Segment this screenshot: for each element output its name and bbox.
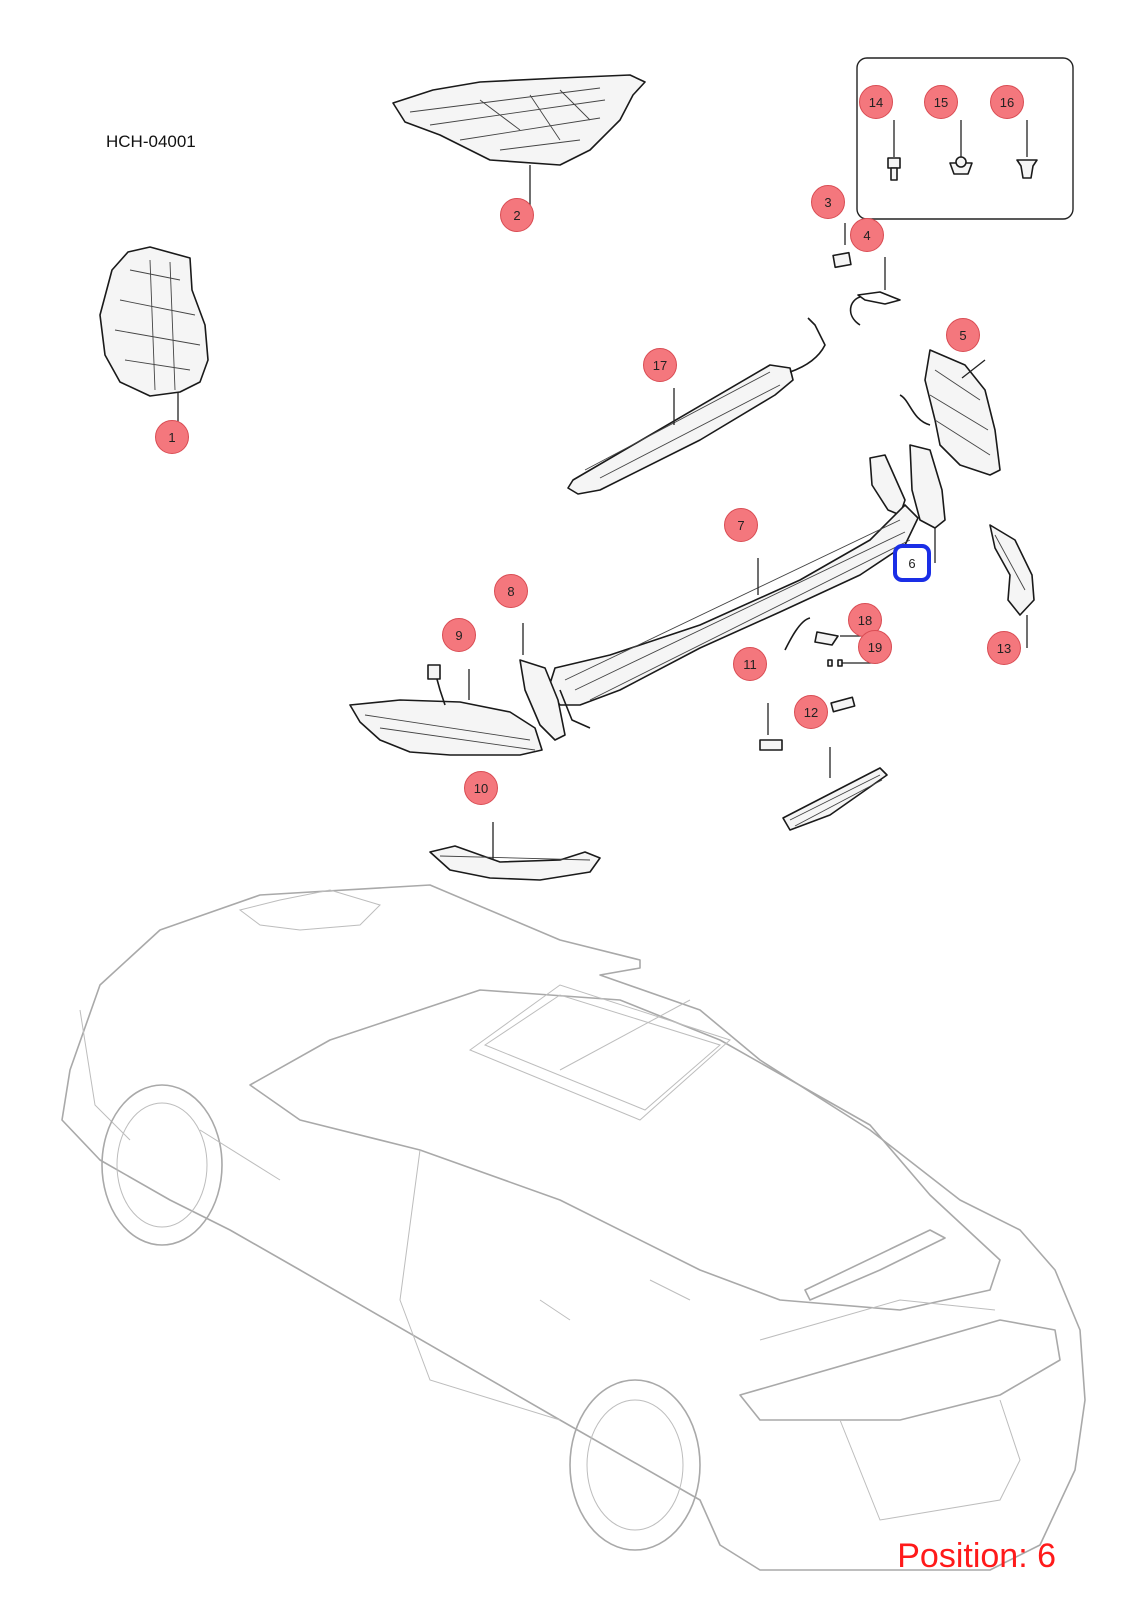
diagram-code: HCH-04001	[106, 132, 196, 151]
part-3-clip	[832, 223, 852, 269]
part-17-garnish-bar	[567, 317, 826, 495]
part-8-left-inner-lamp	[519, 623, 566, 741]
part-11-clip	[759, 696, 856, 751]
marker-4[interactable]: 4	[850, 218, 884, 252]
part-4-sensor-harness	[849, 257, 901, 326]
marker-1[interactable]: 1	[155, 420, 189, 454]
part-12-license-lamp	[782, 747, 888, 831]
fastener-16-clip	[1016, 120, 1038, 179]
marker-8[interactable]: 8	[494, 574, 528, 608]
fastener-15-nut	[949, 120, 973, 175]
fastener-inset-box	[856, 57, 1074, 220]
part-1-side-module	[99, 246, 209, 432]
marker-6[interactable]: 6	[893, 544, 931, 582]
marker-19[interactable]: 19	[858, 630, 892, 664]
marker-5[interactable]: 5	[946, 318, 980, 352]
marker-11[interactable]: 11	[733, 647, 767, 681]
marker-15[interactable]: 15	[924, 85, 958, 119]
marker-3[interactable]: 3	[811, 185, 845, 219]
marker-14[interactable]: 14	[859, 85, 893, 119]
marker-13[interactable]: 13	[987, 631, 1021, 665]
marker-7[interactable]: 7	[724, 508, 758, 542]
part-2-roof-module	[392, 74, 646, 205]
part-5-right-lamp	[899, 349, 1001, 476]
marker-10[interactable]: 10	[464, 771, 498, 805]
marker-16[interactable]: 16	[990, 85, 1024, 119]
marker-9[interactable]: 9	[442, 618, 476, 652]
marker-12[interactable]: 12	[794, 695, 828, 729]
marker-17[interactable]: 17	[643, 348, 677, 382]
part-6-inner-lamp	[869, 444, 946, 563]
part-10-lower-garnish	[429, 822, 601, 881]
position-label: Position: 6	[897, 1537, 1056, 1575]
marker-2[interactable]: 2	[500, 198, 534, 232]
part-13-right-garnish	[989, 524, 1035, 648]
part-7-main-bar	[547, 504, 919, 729]
part-9-left-lamp	[349, 664, 543, 756]
vehicle-outline	[61, 884, 1086, 1571]
fastener-14-bolt	[887, 120, 901, 181]
